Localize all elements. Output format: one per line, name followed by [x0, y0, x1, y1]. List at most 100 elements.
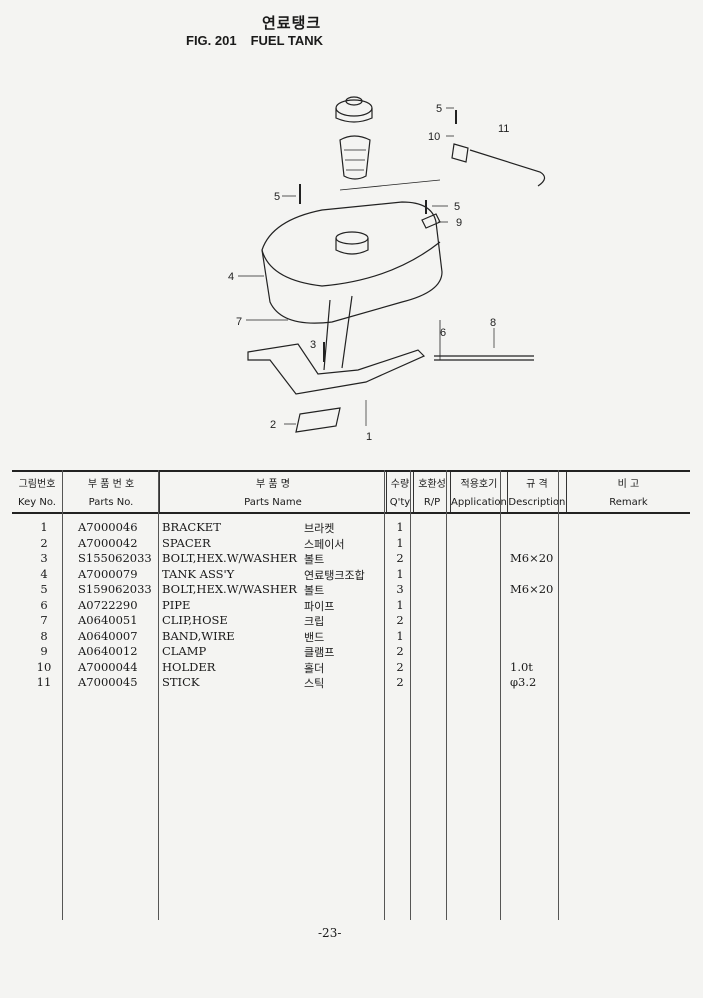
- callout-5c: 5: [436, 103, 442, 115]
- part-name-korean: 클램프: [304, 646, 335, 659]
- part-number: A0722290: [78, 597, 138, 612]
- page-number: -23-: [318, 926, 342, 940]
- fuel-strainer: [339, 135, 371, 180]
- part-name: PIPE: [162, 597, 191, 612]
- part-name: STICK: [162, 675, 200, 689]
- table-row: 6 A0722290 PIPE 파이프 1: [12, 598, 690, 614]
- part-name-korean: 스페이서: [304, 537, 345, 551]
- part-name-korean: 파이프: [304, 599, 335, 613]
- part-number: A0640051: [78, 613, 138, 627]
- part-number: A7000044: [78, 659, 138, 674]
- part-name: TANK ASS'Y: [162, 566, 235, 581]
- fuel-stick: [469, 149, 546, 187]
- table-row: 2 A7000042 SPACER 스페이서 1: [12, 536, 690, 552]
- filler-neck: [335, 231, 369, 245]
- part-description: φ3.2: [510, 675, 537, 689]
- spacer-plate: [295, 407, 341, 433]
- part-name-korean: 홀더: [304, 661, 325, 675]
- part-name-korean: 크립: [304, 615, 325, 628]
- part-key: 11: [36, 675, 52, 689]
- callout-6: 6: [440, 327, 446, 339]
- stick-holder: [451, 143, 469, 163]
- part-key: 9: [40, 644, 48, 658]
- part-number: A7000079: [78, 566, 138, 581]
- figure-name: FUEL TANK: [250, 33, 324, 48]
- callout-5b: 5: [454, 201, 460, 213]
- part-name: HOLDER: [162, 659, 216, 674]
- part-qty: 1: [396, 628, 404, 643]
- header-parts-no-en: Parts No.: [62, 492, 160, 514]
- part-qty: 2: [396, 613, 404, 627]
- clamp: [421, 213, 441, 229]
- part-description: M6×20: [510, 551, 554, 565]
- callout-7: 7: [236, 316, 242, 328]
- header-rp-ko: 호환성: [413, 470, 451, 492]
- part-qty: 2: [396, 644, 404, 658]
- part-key: 1: [40, 520, 48, 534]
- header-app-ko: 적용호기: [450, 470, 508, 492]
- fuel-tank-body: [261, 201, 443, 324]
- header-remark-ko: 비 고: [565, 470, 690, 492]
- part-qty: 1: [396, 566, 404, 581]
- part-name-korean: 볼트: [304, 553, 325, 566]
- part-name: BOLT,HEX.W/WASHER: [162, 551, 297, 565]
- part-name-korean: 연료탱크조합: [304, 568, 365, 582]
- part-qty: 1: [396, 535, 404, 550]
- table-row: 9 A0640012 CLAMP 클램프 2: [12, 644, 690, 660]
- part-qty: 2: [396, 551, 404, 565]
- part-qty: 3: [396, 582, 404, 596]
- part-number: A7000042: [78, 535, 138, 550]
- part-number: A0640007: [78, 628, 138, 643]
- part-key: 6: [40, 597, 48, 612]
- part-description: 1.0t: [510, 659, 533, 674]
- part-name-korean: 밴드: [304, 630, 325, 644]
- part-key: 10: [36, 659, 52, 674]
- part-qty: 1: [396, 597, 404, 612]
- page-title-korean: 연료탱크: [262, 14, 322, 32]
- part-name: CLIP,HOSE: [162, 613, 228, 627]
- table-row: 10 A7000044 HOLDER 홀더 2 1.0t: [12, 660, 690, 676]
- header-app-en: Application: [450, 492, 508, 514]
- header-key-ko: 그림번호: [12, 470, 63, 492]
- callout-3: 3: [310, 339, 316, 351]
- header-desc-ko: 규 격: [506, 470, 567, 492]
- header-name-ko: 부 품 명: [159, 470, 387, 492]
- part-key: 2: [40, 535, 48, 550]
- part-name-korean: 볼트: [304, 584, 325, 597]
- header-rp-en: R/P: [413, 492, 451, 514]
- parts-table-header: 그림번호 부 품 번 호 부 품 명 수량 호환성 적용호기 규 격 비 고 K…: [12, 470, 690, 514]
- part-description: M6×20: [510, 582, 554, 596]
- part-number: A7000045: [78, 675, 138, 689]
- part-name: BAND,WIRE: [162, 628, 235, 643]
- part-key: 5: [40, 582, 48, 596]
- part-number: A0640012: [78, 644, 138, 658]
- callout-10: 10: [428, 131, 440, 143]
- header-qty-ko: 수량: [386, 470, 414, 492]
- header-name-en: Parts Name: [159, 492, 387, 514]
- part-number: S155062033: [78, 551, 152, 565]
- callout-5a: 5: [274, 191, 280, 203]
- part-name: CLAMP: [162, 644, 207, 658]
- header-qty-en: Q'ty: [386, 492, 414, 514]
- header-desc-en: Description: [506, 492, 567, 514]
- header-remark-en: Remark: [565, 492, 690, 514]
- callout-4: 4: [228, 271, 234, 283]
- part-qty: 2: [396, 675, 404, 689]
- part-qty: 2: [396, 659, 404, 674]
- fuel-pipe: [434, 355, 534, 361]
- header-key-en: Key No.: [12, 492, 63, 514]
- part-name: BRACKET: [162, 520, 221, 534]
- fuel-tank-exploded-diagram: 1 2 3 4 5 5 5 6 7 8 9 10 11: [228, 96, 546, 443]
- callout-2: 2: [270, 419, 276, 431]
- part-name: SPACER: [162, 535, 211, 550]
- fuel-cap: [335, 99, 373, 117]
